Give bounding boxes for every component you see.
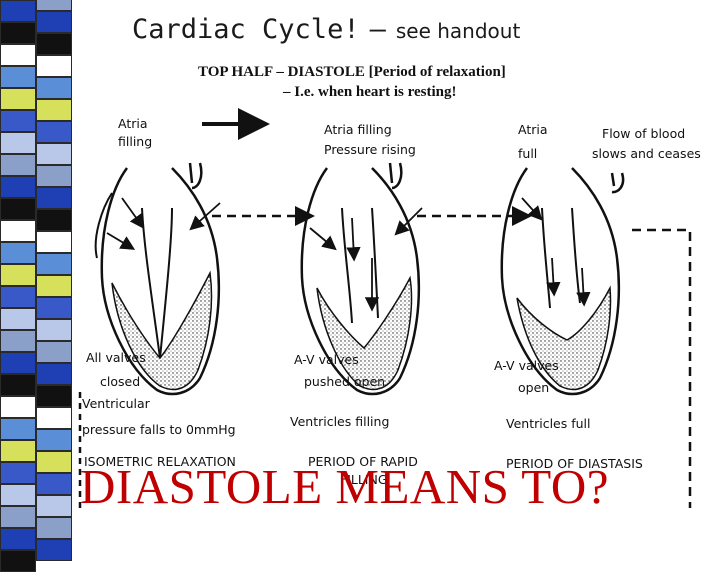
strip-cell xyxy=(0,374,36,396)
strip-cell xyxy=(36,275,72,297)
heart-diagram-2 xyxy=(300,162,423,396)
strip-cell xyxy=(36,165,72,187)
caption-line-1: TOP HALF – DIASTOLE [Period of relaxatio… xyxy=(198,64,506,80)
strip-cell xyxy=(0,154,36,176)
strip-cell xyxy=(36,33,72,55)
dashed-arrow-3 xyxy=(632,228,692,508)
strip-cell xyxy=(36,99,72,121)
strip-cell xyxy=(0,110,36,132)
panel2-top-label-1: Pressure rising xyxy=(324,142,416,157)
panel3-bottom-label-3: Ventricles full xyxy=(506,416,591,431)
strip-cell xyxy=(0,0,36,22)
strip-cell xyxy=(0,242,36,264)
panel1-top-label-0: Atria xyxy=(118,116,148,131)
title-dash: – xyxy=(369,14,386,45)
question-heading: DIASTOLE MEANS TO? xyxy=(80,459,609,514)
strip-cell xyxy=(0,418,36,440)
slide-title: Cardiac Cycle!–see handout xyxy=(132,14,520,45)
panel1-bottom-label-2: Ventricular xyxy=(82,396,151,411)
title-subtitle: see handout xyxy=(395,19,521,43)
heart-diagram-1 xyxy=(94,162,221,396)
strip-cell xyxy=(36,77,72,99)
strip-cell xyxy=(0,286,36,308)
strip-cell xyxy=(0,264,36,286)
strip-cell xyxy=(0,528,36,550)
strip-cell xyxy=(0,88,36,110)
decorative-side-strip xyxy=(0,0,72,572)
strip-cell xyxy=(36,11,72,33)
strip-cell xyxy=(36,231,72,253)
panel3-bottom-label-0: A-V valves xyxy=(494,358,559,373)
strip-cell xyxy=(36,539,72,561)
strip-cell xyxy=(0,484,36,506)
strip-cell xyxy=(0,198,36,220)
heart-diagram-3 xyxy=(500,167,625,396)
strip-cell xyxy=(36,473,72,495)
strip-cell xyxy=(36,0,72,11)
panel2-bottom-label-3: Ventricles filling xyxy=(290,414,389,429)
strip-cell xyxy=(36,429,72,451)
panel1-bottom-label-3: pressure falls to 0mmHg xyxy=(82,422,236,437)
strip-cell xyxy=(0,396,36,418)
strip-cell xyxy=(36,517,72,539)
panel1-top-label-1: filling xyxy=(118,134,152,149)
strip-cell xyxy=(0,550,36,572)
strip-cell xyxy=(0,176,36,198)
strip-cell xyxy=(36,341,72,363)
strip-cell xyxy=(0,44,36,66)
panel3-bottom-label-1: open xyxy=(518,380,549,395)
panel2-top-label-0: Atria filling xyxy=(324,122,392,137)
strip-cell xyxy=(36,495,72,517)
strip-cell xyxy=(36,297,72,319)
strip-cell xyxy=(0,66,36,88)
strip-cell xyxy=(36,209,72,231)
strip-cell xyxy=(0,440,36,462)
strip-cell xyxy=(36,363,72,385)
strip-cell xyxy=(36,407,72,429)
strip-cell xyxy=(36,319,72,341)
strip-cell xyxy=(36,143,72,165)
panel3-top-label-0: Atria xyxy=(518,122,548,137)
panel2-phase-label: PERIOD OF RAPID xyxy=(308,454,418,469)
panel3-phase-label: PERIOD OF DIASTASIS xyxy=(506,456,643,471)
panel1-bottom-label-0: All valves xyxy=(86,350,146,365)
strip-cell xyxy=(36,385,72,407)
strip-cell xyxy=(36,187,72,209)
strip-cell xyxy=(0,462,36,484)
panel2-bottom-label-0: A-V valves xyxy=(294,352,359,367)
panel3-top-label2-1: slows and ceases xyxy=(592,146,701,161)
strip-cell xyxy=(0,22,36,44)
title-main: Cardiac Cycle! xyxy=(132,14,360,45)
panel1-bottom-label-1: closed xyxy=(100,374,140,389)
strip-cell xyxy=(0,352,36,374)
strip-cell xyxy=(0,506,36,528)
panel1-phase-label: ISOMETRIC RELAXATION xyxy=(84,454,236,469)
strip-cell xyxy=(0,330,36,352)
caption-line-2: – I.e. when heart is resting! xyxy=(283,84,457,100)
strip-cell xyxy=(36,55,72,77)
strip-cell xyxy=(36,253,72,275)
strip-cell xyxy=(0,308,36,330)
strip-cell xyxy=(0,132,36,154)
panel2-bottom-label-1: pushed open xyxy=(304,374,385,389)
strip-cell xyxy=(36,451,72,473)
panel3-top-label2-0: Flow of blood xyxy=(602,126,685,141)
panel3-top-label-1: full xyxy=(518,146,537,161)
strip-cell xyxy=(0,220,36,242)
cardiac-diastole-diagram: Atria filling All valves closed Ventricu… xyxy=(78,108,701,508)
panel2-phase-label-2: FILLING xyxy=(340,472,388,487)
strip-cell xyxy=(36,121,72,143)
